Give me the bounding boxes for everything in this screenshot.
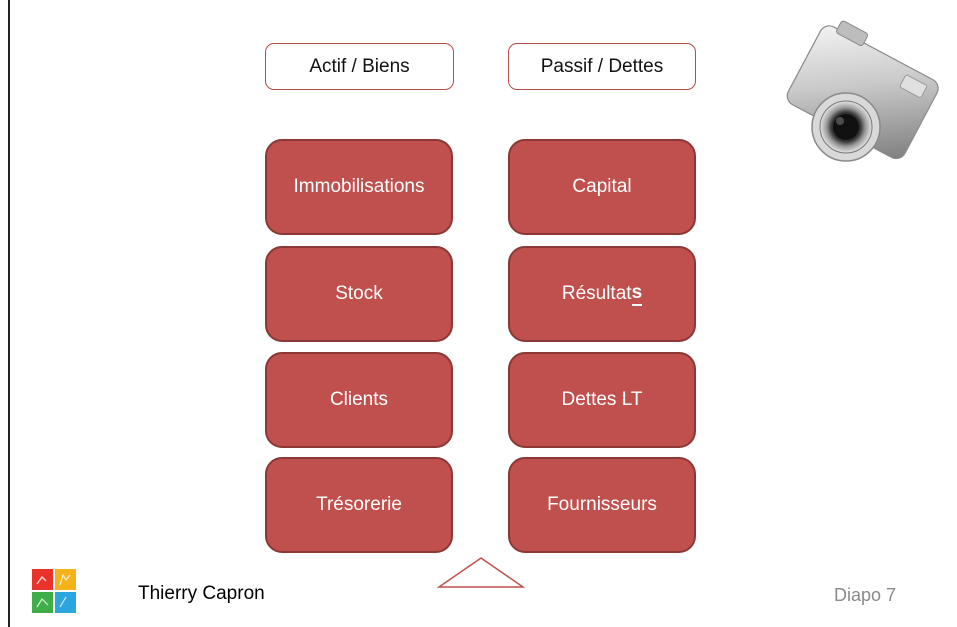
cell-clients[interactable]: Clients <box>265 352 453 448</box>
camera-icon <box>786 20 939 162</box>
cell-fournisseurs[interactable]: Fournisseurs <box>508 457 696 553</box>
triangle-icon[interactable] <box>436 556 526 590</box>
resultats-underlined-s: s <box>631 282 643 306</box>
slide-left-border <box>8 0 10 627</box>
logo-icon <box>32 569 76 613</box>
resultats-label: Résultat <box>561 283 632 304</box>
cell-dettes-lt[interactable]: Dettes LT <box>508 352 696 448</box>
footer-slide-number: Diapo 7 <box>834 585 897 605</box>
footer-author: Thierry Capron <box>138 583 265 604</box>
header-actif: Actif / Biens <box>265 43 454 90</box>
header-passif: Passif / Dettes <box>508 43 696 90</box>
cell-tresorerie[interactable]: Trésorerie <box>265 457 453 553</box>
cell-capital[interactable]: Capital <box>508 139 696 235</box>
cell-stock[interactable]: Stock <box>265 246 453 342</box>
cell-immobilisations[interactable]: Immobilisations <box>265 139 453 235</box>
